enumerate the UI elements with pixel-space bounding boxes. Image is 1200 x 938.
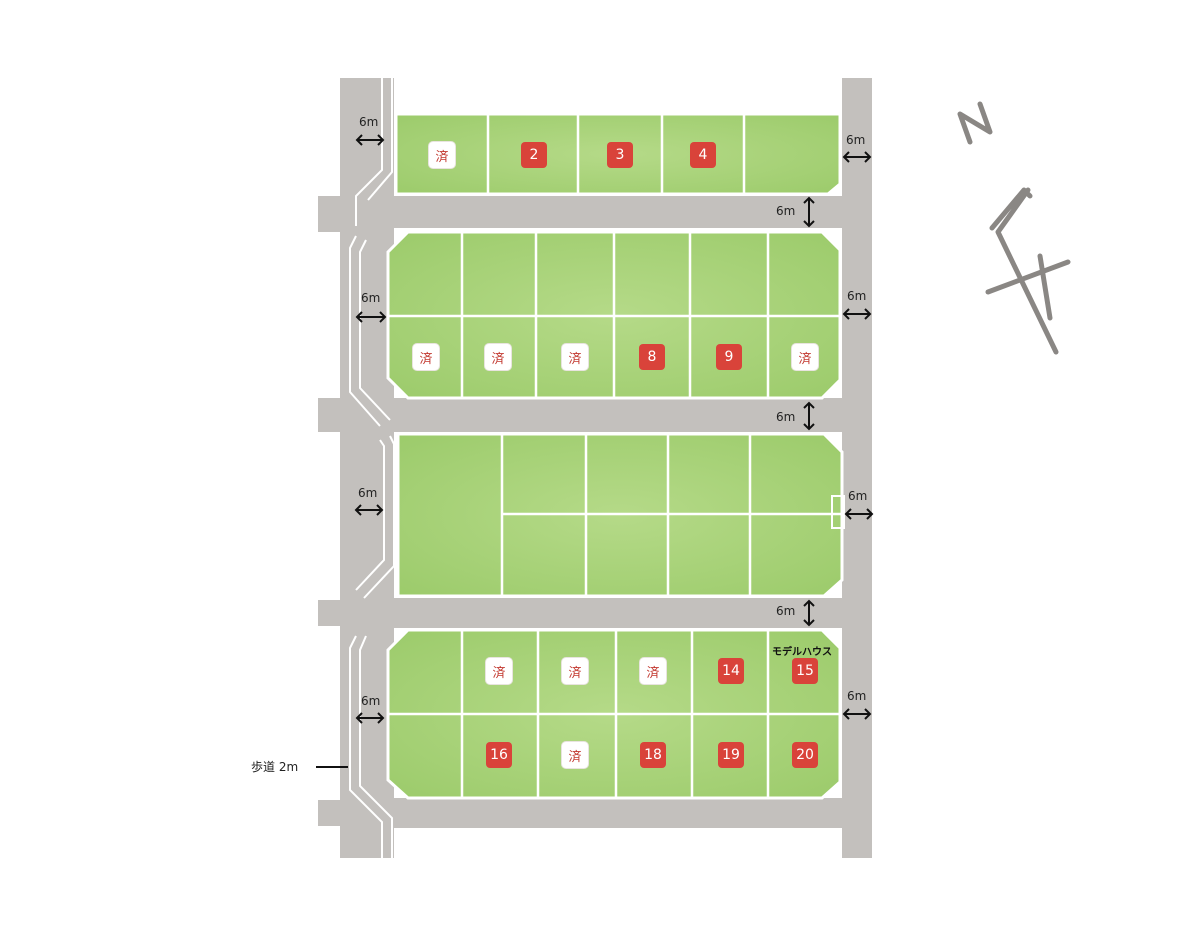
lot-18-badge[interactable]: 18 [640, 742, 666, 768]
lot-10-badge[interactable]: 済 [792, 344, 818, 370]
arrow-h-east-2 [842, 308, 872, 320]
lot-9-badge[interactable]: 9 [716, 344, 742, 370]
lot-20-badge[interactable]: 20 [792, 742, 818, 768]
arrow-v-1 [803, 196, 815, 228]
sidewalk-label: 歩道 2m [251, 760, 299, 774]
road-width-label: 6m [847, 689, 867, 703]
utility-box [831, 495, 845, 529]
north-arrow [989, 187, 1059, 355]
road-row-2 [356, 398, 872, 432]
block-2 [386, 230, 842, 400]
arrow-h-east-4 [842, 708, 872, 720]
road-width-label: 6m [358, 486, 378, 500]
dimension-arrows [316, 134, 874, 768]
compass-icon [957, 101, 1071, 355]
arrow-h-west-2 [355, 311, 387, 323]
road-width-label: 6m [776, 204, 796, 218]
lot-8-badge[interactable]: 8 [639, 344, 665, 370]
lot-12-badge[interactable]: 済 [562, 658, 588, 684]
arrow-v-2 [803, 401, 815, 431]
lot-3-badge[interactable]: 3 [607, 142, 633, 168]
road-row-4 [356, 798, 872, 828]
lot-13-badge[interactable]: 済 [640, 658, 666, 684]
east-road [842, 78, 872, 858]
lot-5-badge[interactable]: 済 [413, 344, 439, 370]
lot-2-badge[interactable]: 2 [521, 142, 547, 168]
arrow-h-west-4 [355, 712, 385, 724]
road-width-label: 6m [359, 115, 379, 129]
lot-11-badge[interactable]: 済 [486, 658, 512, 684]
road-width-label: 6m [361, 694, 381, 708]
lot-14-badge[interactable]: 14 [718, 658, 744, 684]
road-width-label: 6m [847, 289, 867, 303]
west-sidewalk [340, 78, 394, 858]
lot-7-badge[interactable]: 済 [562, 344, 588, 370]
road-row-1 [356, 196, 872, 228]
arrow-h-east-1 [842, 151, 872, 163]
arrow-h-west-3 [354, 504, 384, 516]
lot-16-badge[interactable]: 16 [486, 742, 512, 768]
road-width-label: 6m [848, 489, 868, 503]
arrow-h-west-1 [355, 134, 385, 146]
road-width-label: 6m [361, 291, 381, 305]
road-row-3 [356, 598, 872, 628]
lot-17-badge[interactable]: 済 [562, 742, 588, 768]
block-3 [396, 432, 845, 598]
lot-15-badge[interactable]: 15 [792, 658, 818, 684]
lot-19-badge[interactable]: 19 [718, 742, 744, 768]
road-width-label: 6m [776, 410, 796, 424]
arrow-h-east-3 [844, 508, 874, 520]
model-house-label: モデルハウス [772, 647, 832, 658]
lot-6-badge[interactable]: 済 [485, 344, 511, 370]
lot-4-badge[interactable]: 4 [690, 142, 716, 168]
arrow-v-3 [803, 599, 815, 627]
lot-1-badge[interactable]: 済 [429, 142, 455, 168]
roads [318, 78, 872, 858]
road-width-label: 6m [846, 133, 866, 147]
road-width-label: 6m [776, 604, 796, 618]
north-letter-n [957, 101, 993, 145]
sidewalk-lines [349, 78, 395, 858]
